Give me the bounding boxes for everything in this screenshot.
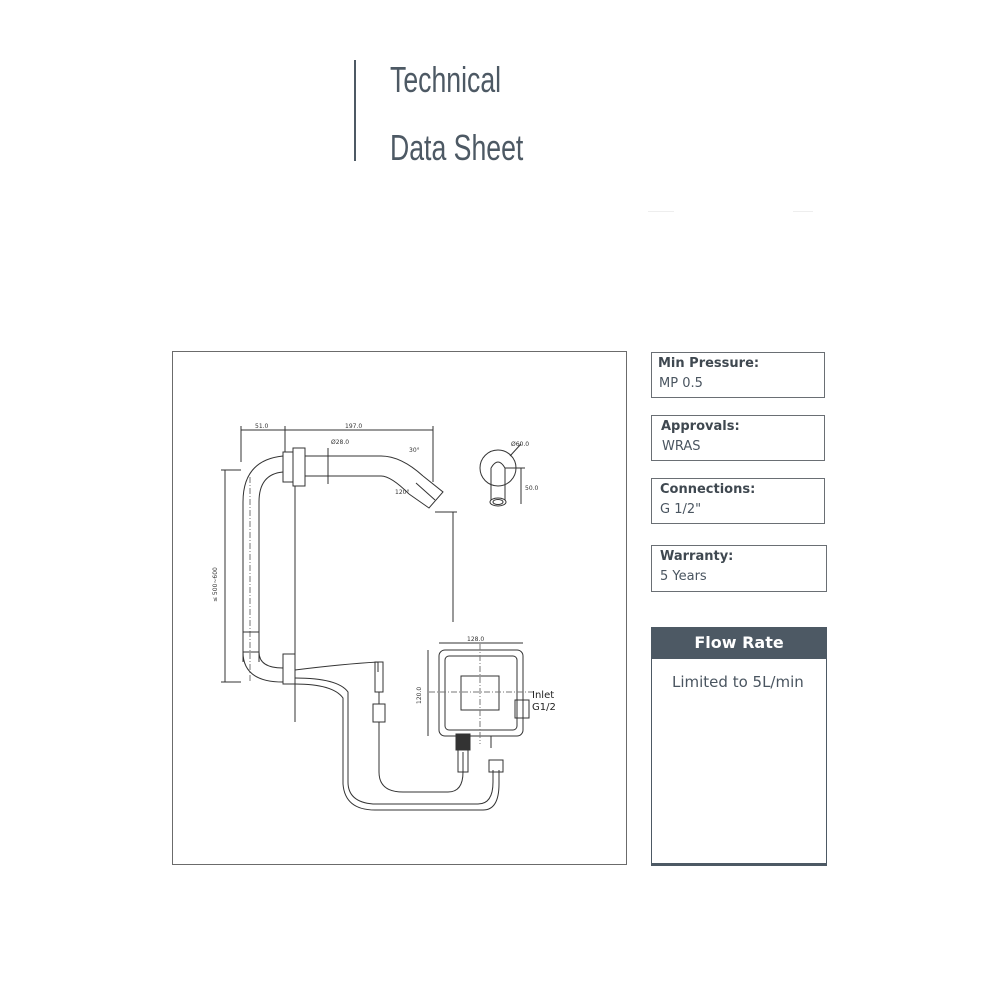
faucet-schematic: 51.0 197.0 Ø28.0 30° 120° Ø60.0 50.0 ≤ 5… <box>212 423 556 811</box>
title-line-1: Technical <box>390 59 502 100</box>
spec-value: 5 Years <box>660 569 707 584</box>
page-title: Technical Data Sheet <box>390 62 523 198</box>
title-accent-bar <box>354 60 356 161</box>
title-line-2: Data Sheet <box>390 127 524 168</box>
spec-label: Min Pressure: <box>658 356 760 371</box>
faint-rule-right <box>793 211 813 212</box>
spec-label: Warranty: <box>660 549 734 564</box>
spec-approvals: Approvals: WRAS <box>651 415 825 461</box>
flow-rate-heading: Flow Rate <box>652 627 826 659</box>
dim-bend-angle: 120° <box>395 489 409 496</box>
inlet-size-label: G1/2 <box>532 702 556 713</box>
flow-rate-value: Limited to 5L/min <box>672 673 804 691</box>
dim-box-height: 120.0 <box>416 687 423 704</box>
inlet-label: Inlet <box>532 690 554 701</box>
spec-min-pressure: Min Pressure: MP 0.5 <box>651 352 825 398</box>
technical-drawing: 51.0 197.0 Ø28.0 30° 120° Ø60.0 50.0 ≤ 5… <box>172 351 627 865</box>
spec-value: G 1/2" <box>660 502 702 517</box>
dim-rosette-drop: 50.0 <box>525 485 539 492</box>
spec-warranty: Warranty: 5 Years <box>651 545 827 592</box>
flow-rate-panel: Flow Rate Limited to 5L/min <box>651 627 827 866</box>
spec-value: WRAS <box>662 439 701 454</box>
dim-spout-angle: 30° <box>409 447 420 454</box>
spec-label: Connections: <box>660 482 756 497</box>
dim-box-width: 128.0 <box>467 636 484 643</box>
dim-riser-height: ≤ 500~600 <box>212 567 219 602</box>
spec-label: Approvals: <box>661 419 740 434</box>
spec-connections: Connections: G 1/2" <box>651 478 825 524</box>
faint-rule-left <box>648 211 674 212</box>
dim-spout-length: 197.0 <box>345 423 362 430</box>
spec-value: MP 0.5 <box>659 376 703 391</box>
dim-flange-offset: 51.0 <box>255 423 269 430</box>
dim-spout-diameter: Ø28.0 <box>331 439 349 446</box>
dim-rosette-diameter: Ø60.0 <box>511 441 529 448</box>
